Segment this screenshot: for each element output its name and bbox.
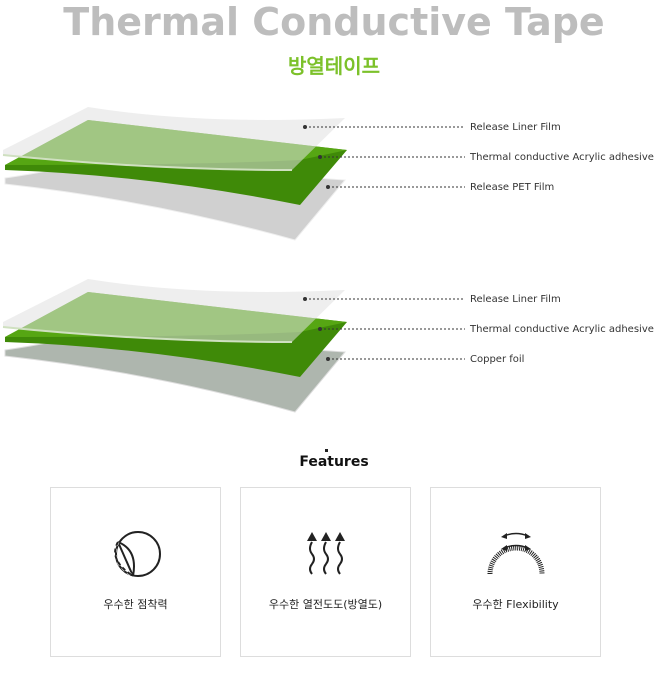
feature-card-adhesion: 우수한 점착력	[50, 487, 221, 657]
label-copper-foil: Copper foil	[470, 354, 525, 365]
feature-label: 우수한 Flexibility	[472, 598, 559, 611]
adhesion-icon	[113, 531, 161, 578]
feature-label: 우수한 점착력	[103, 598, 168, 611]
label-release-liner: Release Liner Film	[470, 122, 561, 133]
label-release-liner: Release Liner Film	[470, 294, 561, 305]
flexibility-icon	[487, 532, 544, 575]
diagram-2	[2, 279, 347, 413]
page-title: Thermal Conductive Tape	[63, 0, 605, 44]
label-adhesive: Thermal conductive Acrylic adhesive	[470, 152, 654, 163]
page-subtitle: 방열테이프	[288, 54, 380, 78]
feature-card-thermal: 우수한 열전도도(방열도)	[240, 487, 411, 657]
layer-diagram-pet	[2, 107, 465, 413]
divider-dot	[325, 449, 328, 452]
label-release-pet: Release PET Film	[470, 182, 555, 193]
label-adhesive: Thermal conductive Acrylic adhesive	[470, 324, 654, 335]
features-heading: Features	[299, 454, 369, 470]
feature-card-flexibility: 우수한 Flexibility	[430, 487, 601, 657]
feature-label: 우수한 열전도도(방열도)	[268, 598, 383, 611]
heat-arrows-icon	[306, 532, 345, 575]
diagram-1	[2, 107, 347, 241]
